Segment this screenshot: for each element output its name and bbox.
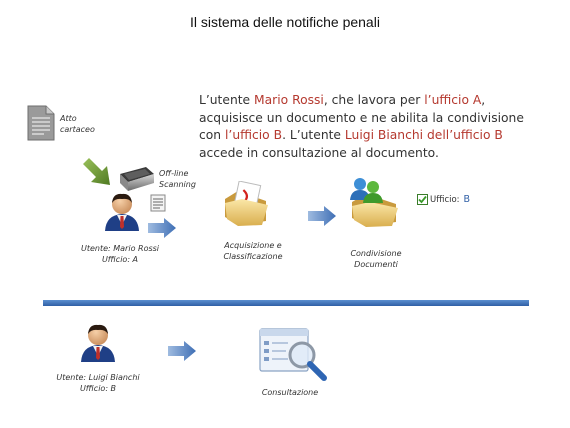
user1-caption: Utente: Mario Rossi Ufficio: A: [80, 244, 160, 264]
flow-arrow-icon: [148, 218, 176, 238]
user-avatar-icon: [81, 324, 115, 362]
green-arrow-icon: [83, 158, 110, 185]
atto-cartaceo-label: Atto cartaceo: [60, 114, 95, 134]
desc-office-a: l’ufficio A: [424, 93, 482, 107]
user-avatar-icon: [105, 193, 139, 231]
desc-user-name-2: Luigi Bianchi: [344, 128, 424, 142]
checkbox-checked-icon: [417, 194, 428, 205]
page-title: Il sistema delle notifiche penali: [190, 14, 380, 30]
ufficio-value: B: [463, 194, 471, 205]
desc-office-b: l’ufficio B: [225, 128, 283, 142]
consultazione-caption: Consultazione: [261, 388, 319, 397]
desc-text: . L’utente: [282, 128, 345, 142]
search-document-icon: [259, 328, 327, 381]
desc-office-b-2: dell’ufficio B: [426, 128, 503, 142]
scanner-icon: [120, 167, 154, 191]
acquisizione-caption: Acquisizione e Classificazione: [223, 241, 283, 261]
desc-text: , acquisisce un documento e ne abilita l…: [199, 93, 524, 142]
desc-user-name: Mario Rossi: [254, 93, 324, 107]
folder-pdf-icon: [225, 181, 268, 226]
scanned-page-icon: [150, 194, 166, 212]
offline-scanning-label: Off-line Scanning: [159, 169, 196, 189]
shared-folder-icon: [350, 178, 398, 227]
desc-text: , che lavora per: [323, 93, 425, 107]
desc-text: accede in consultazione al documento.: [199, 145, 439, 160]
flow-arrow-icon: [168, 341, 196, 361]
flow-arrow-icon: [308, 206, 336, 226]
desc-text: L’utente: [199, 93, 255, 107]
section-divider: [43, 300, 529, 306]
paper-document-icon: [27, 105, 55, 141]
ufficio-b-tag: Ufficio: B: [417, 194, 470, 205]
user2-caption: Utente: Luigi Bianchi Ufficio: B: [56, 373, 140, 393]
condivisione-caption: Condivisione Documenti: [350, 249, 402, 269]
ufficio-label: Ufficio:: [430, 194, 460, 205]
scenario-description: L’utente Mario Rossi, che lavora per l’u…: [199, 92, 529, 162]
